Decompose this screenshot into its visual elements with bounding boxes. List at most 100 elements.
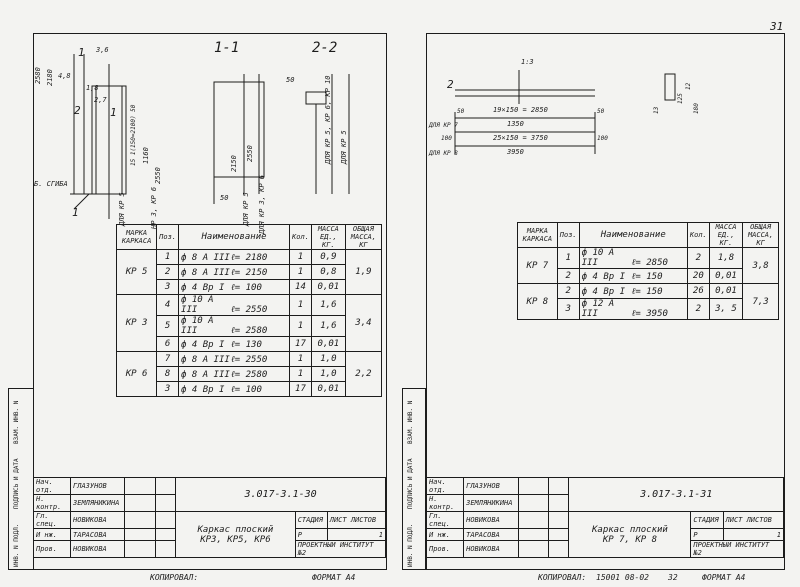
col-header: ОБЩАЯ МАССА, КГ (344, 224, 383, 250)
cell-pos: 8 (156, 366, 180, 382)
institute-name: ПРОЕКТНЫЙ ИНСТИТУТ №2 (294, 540, 387, 558)
right-side-strip: ВЗАМ. ИНВ. N ПОДПИСЬ И ДАТА ИНВ. N ПОДЛ. (402, 388, 426, 570)
dim-label: 1160 (142, 147, 150, 164)
left-drawing-sheet: 1-1 2-2 2580 2180 3,6 4,8 1,8 2,7 (32, 33, 387, 570)
format-label: ФОРМАТ А4 (312, 573, 356, 582)
copied-label: КОПИРОВАЛ: (150, 573, 199, 582)
cell-total: 3,8 (742, 247, 779, 284)
bar-length: ℓ= 130 (231, 339, 262, 350)
tb-role: Н. контр. (32, 494, 72, 512)
drawing-title: Каркас плоский (591, 524, 668, 535)
cell-name: ф 10 А III ℓ= 2580 (178, 315, 291, 337)
dim-label: 2580 (34, 67, 42, 84)
col-header: МАССА ЕД., КГ. (310, 224, 346, 250)
cell-pos: 5 (156, 315, 180, 337)
cell-name: ф 4 Вр I ℓ= 150 (578, 283, 688, 299)
tb-role: Н. контр. (425, 494, 465, 512)
side-label: ИНВ. N ПОДЛ. (407, 523, 414, 567)
dim-label: 1,8 (86, 84, 99, 92)
cell-pos: 2 (556, 283, 580, 299)
tb-name: НОВИКОВА (70, 511, 126, 529)
page-number: 31 (770, 20, 784, 33)
bar-name: ф 8 А III (181, 369, 230, 380)
tb-name: ГЛАЗУНОВ (463, 477, 519, 495)
dim-mid: 3950 (507, 148, 524, 156)
tb-sheets: 1 (326, 528, 387, 541)
dim-right: 100 (597, 135, 608, 142)
col-header: Поз. (556, 222, 580, 248)
cell-mass: 1,8 (708, 247, 744, 269)
cell-name: ф 8 А IIIℓ= 2180 (178, 249, 291, 265)
drawing-title: Каркас плоский (197, 524, 274, 535)
cell-mark: КР 5 (115, 249, 158, 295)
tb-name: ТАРАСОВА (70, 528, 126, 541)
cell-qty: 17 (289, 381, 312, 397)
cell-mass: 0,8 (310, 264, 346, 280)
tb-role: Пров. (425, 540, 465, 558)
cell-pos: 7 (156, 351, 180, 367)
bar-name: ф 8 А III (181, 267, 230, 278)
cell-qty: 2 (686, 247, 710, 269)
cell-qty: 2 (686, 298, 710, 320)
bar-length: ℓ= 150 (631, 286, 663, 297)
side-label: ВЗАМ. ИНВ. N (407, 400, 414, 444)
bar-name: ф 4 Вр I (181, 339, 225, 350)
mark-label: 1 (110, 106, 117, 119)
spec-table-right: МАРКА КАРКАСА Поз. Наименование Кол. МАС… (517, 222, 779, 320)
copied-label: КОПИРОВАЛ: (538, 573, 587, 582)
drawing-subtitle: КР 7, КР 8 (602, 534, 658, 545)
bar-length: ℓ= 2550 (231, 354, 268, 365)
tb-sheet-label: ЛИСТ (725, 516, 743, 524)
right-drawing (454, 70, 676, 154)
dim-right: 50 (597, 108, 605, 115)
cell-pos: 1 (556, 247, 580, 269)
tb-role: Нач. отд. (425, 477, 465, 495)
right-drawing-sheet: 2 1:3 19×150 = 2850 ДЛЯ КР 7 50 1350 50 … (425, 33, 785, 570)
cell-total: 2,2 (344, 351, 383, 397)
tb-role: И нж. (425, 528, 465, 541)
cell-mark: КР 3 (115, 294, 158, 352)
cell-mass: 0,01 (310, 336, 346, 352)
tb-sheets: 1 (722, 528, 785, 541)
bar-name: ф 10 А III (181, 316, 214, 336)
cell-total: 1,9 (344, 249, 383, 295)
dim-row-label: ДЛЯ КР 8 (429, 150, 458, 157)
cell-qty: 26 (686, 283, 710, 299)
col-header: МАРКА КАРКАСА (115, 224, 158, 250)
rot-label: ДЛЯ КР 5, КР 6, КР 10 (324, 75, 332, 164)
cell-mass: 0,01 (310, 279, 346, 295)
bar-name: ф 8 А III (181, 354, 230, 365)
bar-length: ℓ= 2580 (231, 326, 268, 336)
col-header: Кол. (686, 222, 710, 248)
cell-pos: 2 (556, 268, 580, 284)
section-dim: 12 (685, 82, 692, 90)
cell-mass: 1,6 (310, 315, 346, 337)
col-header: Кол. (289, 224, 312, 250)
bar-name: ф 4 Вр I (581, 286, 625, 297)
col-header: Наименование (578, 222, 688, 248)
left-drawing (70, 54, 350, 219)
tb-role: Гл. спец. (425, 511, 465, 529)
col-header: МАССА ЕД., КГ. (708, 222, 744, 248)
side-label: ПОДПИСЬ И ДАТА (13, 458, 20, 509)
cell-mark: КР 7 (517, 247, 558, 284)
cell-pos: 1 (156, 249, 180, 265)
cell-name: ф 8 А IIIℓ= 2150 (178, 264, 291, 280)
cell-pos: 2 (156, 264, 180, 280)
dim-row-label: ДЛЯ КР 7 (429, 122, 458, 129)
cell-name: ф 8 А IIIℓ= 2550 (178, 351, 291, 367)
tb-sheets-label: ЛИСТОВ (746, 516, 772, 524)
bend-label: Б. СГИБА (34, 180, 68, 188)
cell-qty: 1 (289, 294, 312, 316)
side-label: ВЗАМ. ИНВ. N (13, 400, 20, 444)
